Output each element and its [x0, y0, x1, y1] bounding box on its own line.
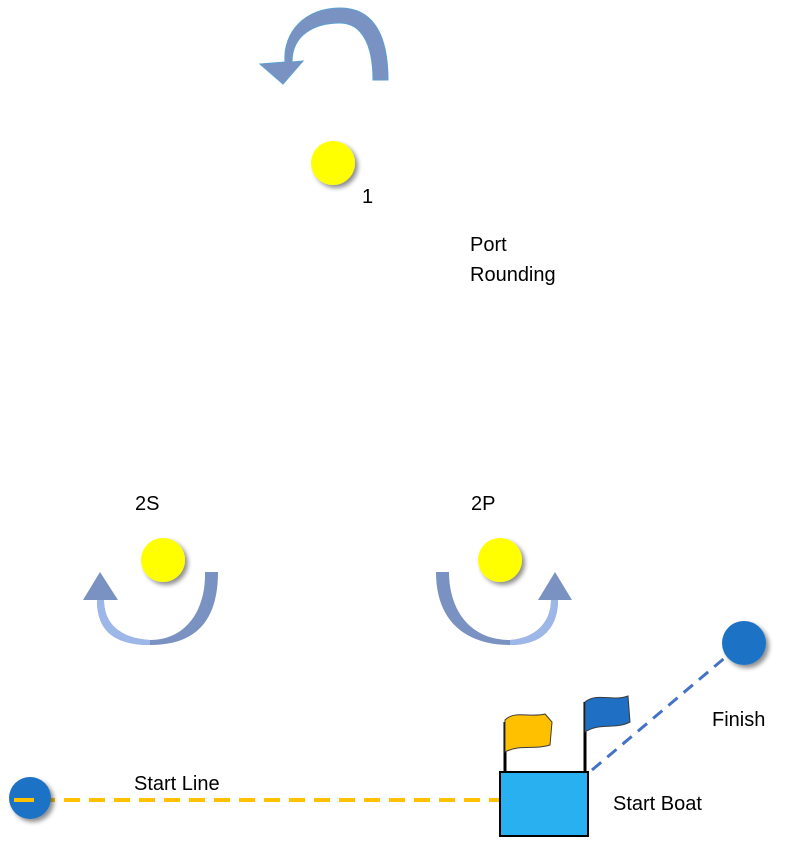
yellow-flag-icon [504, 713, 553, 753]
start-boat [499, 771, 589, 837]
port-rounding-label-line1: Port [470, 234, 507, 256]
mark-1-label: 1 [362, 186, 374, 208]
mark-2s-label: 2S [135, 493, 160, 515]
curved-arrow-icon [258, 7, 389, 85]
mark-2s-buoy-icon [141, 538, 185, 582]
mark-2p-buoy-icon [478, 538, 522, 582]
finish-label: Finish [712, 709, 766, 731]
mark-2p-label: 2P [471, 493, 496, 515]
start-line-label: Start Line [134, 773, 220, 795]
finish-mark-buoy-icon [722, 621, 766, 665]
curved-arrow-icon [436, 572, 572, 645]
blue-flag-icon [584, 695, 631, 733]
finish-line [591, 643, 741, 772]
curved-arrow-icon [83, 572, 218, 645]
port-rounding-label-line2: Rounding [470, 264, 556, 286]
start-boat-label: Start Boat [613, 793, 702, 815]
mark-1-buoy-icon [311, 141, 355, 185]
